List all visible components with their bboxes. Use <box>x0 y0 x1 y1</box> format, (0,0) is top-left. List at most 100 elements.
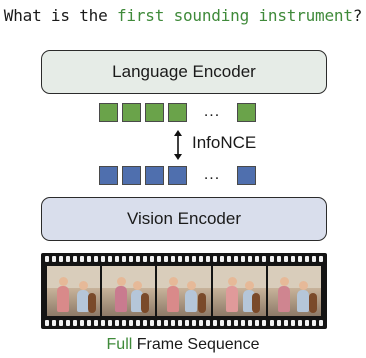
film-perforation <box>290 320 295 326</box>
film-perforation <box>297 256 302 262</box>
vision-token-ellipsis: ... <box>203 166 221 183</box>
film-perforations-bottom <box>45 320 323 326</box>
film-perforation <box>311 256 316 262</box>
film-perforation <box>73 256 78 262</box>
film-perforation <box>87 320 92 326</box>
film-perforation <box>115 256 120 262</box>
caption-highlight: Full <box>106 336 133 353</box>
film-perforations-top <box>45 256 323 262</box>
film-perforation <box>297 320 302 326</box>
vision-token <box>122 165 141 185</box>
film-perforation <box>192 256 197 262</box>
film-perforation <box>66 320 71 326</box>
film-perforation <box>248 256 253 262</box>
language-token <box>145 102 164 122</box>
infonce-label: InfoNCE <box>192 133 257 152</box>
language-token <box>237 102 256 122</box>
film-perforation <box>94 320 99 326</box>
language-token <box>122 102 141 122</box>
film-perforation <box>94 256 99 262</box>
film-perforation <box>206 256 211 262</box>
language-token-row: ... <box>99 102 260 122</box>
film-perforation <box>185 320 190 326</box>
vision-encoder-label: Vision Encoder <box>126 209 242 228</box>
film-perforation <box>255 256 260 262</box>
film-perforation <box>283 256 288 262</box>
film-perforation <box>108 256 113 262</box>
film-perforation <box>80 256 85 262</box>
film-perforation <box>318 256 323 262</box>
film-perforation <box>234 320 239 326</box>
film-perforation <box>241 320 246 326</box>
language-encoder-box: Language Encoder <box>41 50 327 94</box>
video-frame <box>267 266 322 316</box>
question-prefix: What is the <box>3 6 117 25</box>
caption-rest: Frame Sequence <box>132 336 260 353</box>
caption-text: Full Frame Sequence <box>0 336 366 354</box>
film-perforation <box>318 320 323 326</box>
vision-token <box>237 165 256 185</box>
film-perforation <box>143 320 148 326</box>
film-perforation <box>262 320 267 326</box>
film-perforation <box>276 256 281 262</box>
film-perforation <box>234 256 239 262</box>
film-perforation <box>52 256 57 262</box>
vision-encoder-box: Vision Encoder <box>41 197 327 241</box>
film-perforation <box>108 320 113 326</box>
film-perforation <box>206 320 211 326</box>
video-frame <box>102 266 156 316</box>
film-perforation <box>269 256 274 262</box>
vision-token <box>168 165 187 185</box>
video-frames <box>47 266 322 316</box>
film-perforation <box>269 320 274 326</box>
film-perforation <box>304 320 309 326</box>
vision-token-row: ... <box>99 165 260 185</box>
film-perforation <box>164 320 169 326</box>
film-perforation <box>101 256 106 262</box>
language-encoder-label: Language Encoder <box>112 62 256 81</box>
film-perforation <box>122 256 127 262</box>
film-perforation <box>220 320 225 326</box>
film-perforation <box>276 320 281 326</box>
film-perforation <box>122 320 127 326</box>
film-perforation <box>199 256 204 262</box>
film-perforation <box>304 256 309 262</box>
film-perforation <box>248 320 253 326</box>
film-perforation <box>157 256 162 262</box>
film-perforation <box>171 320 176 326</box>
language-token <box>168 102 187 122</box>
film-perforation <box>59 320 64 326</box>
film-perforation <box>185 256 190 262</box>
film-perforation <box>150 256 155 262</box>
film-perforation <box>115 320 120 326</box>
film-perforation <box>73 320 78 326</box>
film-perforation <box>157 320 162 326</box>
film-perforation <box>136 320 141 326</box>
bidirectional-arrow-icon <box>174 130 182 160</box>
film-perforation <box>213 256 218 262</box>
film-perforation <box>136 256 141 262</box>
film-perforation <box>171 256 176 262</box>
film-perforation <box>241 256 246 262</box>
film-perforation <box>45 320 49 326</box>
film-perforation <box>129 320 134 326</box>
film-perforation <box>255 320 260 326</box>
film-perforation <box>213 320 218 326</box>
film-strip <box>41 253 327 329</box>
question-highlight: first sounding instrument <box>116 6 353 25</box>
language-token-ellipsis: ... <box>203 103 221 120</box>
vision-token <box>145 165 164 185</box>
film-perforation <box>143 256 148 262</box>
film-perforation <box>87 256 92 262</box>
film-perforation <box>52 320 57 326</box>
film-perforation <box>227 320 232 326</box>
film-perforation <box>178 256 183 262</box>
video-frame <box>47 266 101 316</box>
film-perforation <box>129 256 134 262</box>
film-perforation <box>45 256 49 262</box>
film-perforation <box>311 320 316 326</box>
video-frame <box>157 266 211 316</box>
film-perforation <box>199 320 204 326</box>
language-token <box>99 102 118 122</box>
film-perforation <box>192 320 197 326</box>
